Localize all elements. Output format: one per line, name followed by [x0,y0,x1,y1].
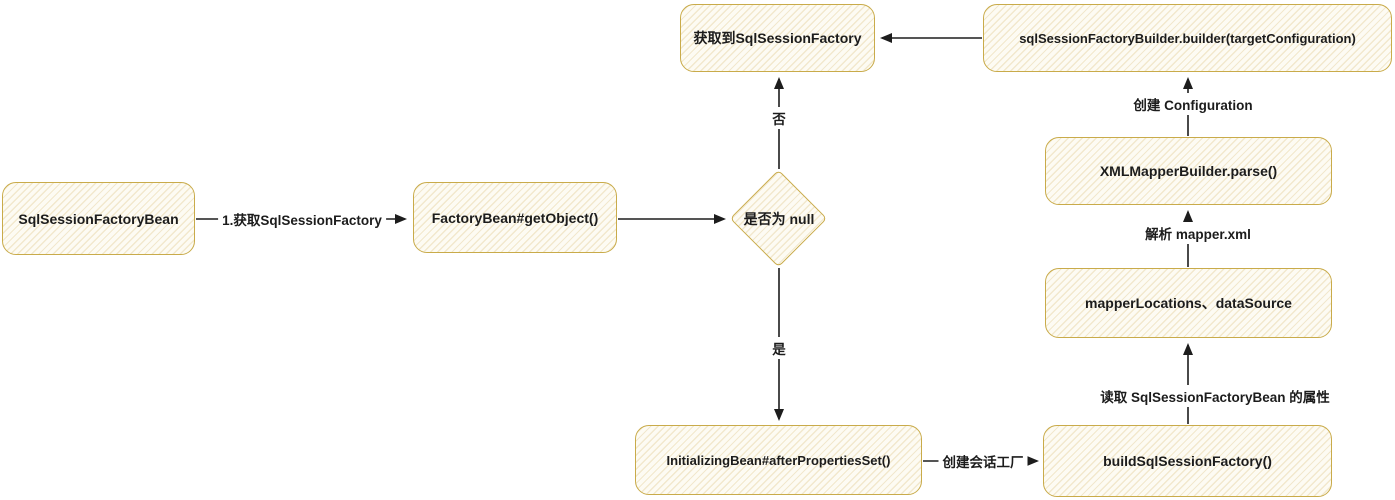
edge-label-get-factory: 1.获取SqlSessionFactory [218,208,386,230]
edge-label-read-properties: 读取 SqlSessionFactoryBean 的属性 [1096,385,1334,407]
node-mapper-locations-data-source: mapperLocations、dataSource [1045,268,1332,338]
decision-is-null-label: 是否为 null [743,211,815,227]
node-got-sql-session-factory: 获取到SqlSessionFactory [680,4,875,72]
edge-label-create-session-factory: 创建会话工厂 [938,450,1028,472]
edge-label-create-configuration: 创建 Configuration [1129,93,1257,115]
node-sql-session-factory-builder-call: sqlSessionFactoryBuilder.builder(targetC… [983,4,1392,72]
node-initializing-bean-after-properties-set: InitializingBean#afterPropertiesSet() [635,425,922,495]
node-factory-bean-get-object: FactoryBean#getObject() [413,182,617,253]
edge-label-yes: 是 [768,337,790,359]
node-xml-mapper-builder-parse: XMLMapperBuilder.parse() [1045,137,1332,205]
edge-label-no: 否 [768,107,790,129]
node-build-sql-session-factory: buildSqlSessionFactory() [1043,425,1332,497]
node-sql-session-factory-bean: SqlSessionFactoryBean [2,182,195,255]
edge-label-parse-mapper-xml: 解析 mapper.xml [1141,222,1255,244]
